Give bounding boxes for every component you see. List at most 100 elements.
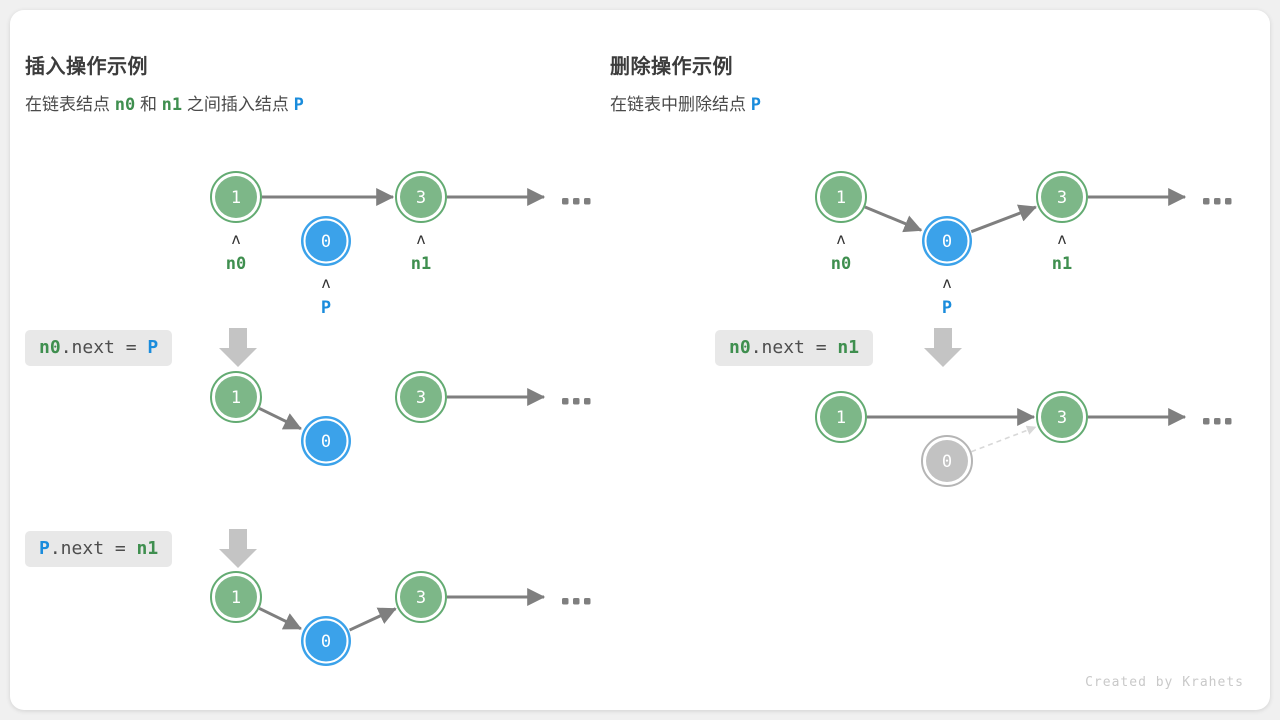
- node-inner-ring: [303, 218, 349, 264]
- ellipsis-dots: [1203, 418, 1232, 425]
- ellipsis-dot: [584, 398, 591, 405]
- pointer-caret: ʌ: [836, 230, 845, 248]
- node-disc: [301, 616, 351, 666]
- node-value: 0: [321, 632, 331, 652]
- node-disc: [400, 176, 442, 218]
- panel-remove-title: 删除操作示例: [610, 56, 733, 78]
- list-node-3: 3: [395, 371, 447, 423]
- subtitle-token: 在链表中删除结点: [610, 95, 751, 114]
- node-outer-ring: [395, 171, 447, 223]
- node-disc: [215, 576, 257, 618]
- code-token: .next =: [750, 337, 838, 358]
- ellipsis-dots: [1203, 198, 1232, 205]
- code-token: .next =: [60, 337, 148, 358]
- ellipsis-dot: [573, 398, 580, 405]
- node-value: 1: [231, 588, 241, 608]
- node-outer-ring: [210, 571, 262, 623]
- link-arrow-dashed: [970, 425, 1037, 453]
- subtitle-token: n0: [114, 95, 136, 115]
- diagram-svg: 1 0 3: [210, 371, 591, 466]
- ellipsis-dots: [562, 598, 591, 605]
- ellipsis-dot: [584, 598, 591, 605]
- ellipsis-dot: [1203, 418, 1210, 425]
- list-node-1: 1: [815, 171, 867, 223]
- ellipsis-dot: [573, 598, 580, 605]
- node-disc: [301, 416, 351, 466]
- node-inner-ring: [303, 618, 349, 664]
- code-label-insert-step1: n0.next = P: [25, 330, 173, 366]
- ellipsis-dots: [562, 398, 591, 405]
- node-disc: [215, 176, 257, 218]
- ellipsis-dot: [584, 198, 591, 205]
- diagram-svg: 1 0 3: [815, 391, 1232, 487]
- pointer-caret: ʌ: [416, 230, 425, 248]
- ellipsis-dot: [1214, 418, 1221, 425]
- pointer-label-n0: n0: [226, 254, 246, 274]
- code-label-insert-step2: P.next = n1: [25, 531, 173, 567]
- node-disc: [301, 216, 351, 266]
- link-arrow: [970, 204, 1037, 234]
- subtitle-token: 在链表结点: [25, 95, 115, 114]
- pointer-caret: ʌ: [321, 274, 330, 292]
- node-value: 1: [836, 408, 846, 428]
- subtitle-token: n1: [161, 95, 183, 115]
- pointer-label-P: P: [321, 298, 331, 318]
- list-node-3: 3: [395, 171, 447, 223]
- list-node-0: 0: [922, 216, 972, 266]
- list-node-0: 0: [301, 416, 351, 466]
- code-token: n0: [39, 337, 61, 358]
- node-outer-ring: [1036, 171, 1088, 223]
- ellipsis-dot: [562, 598, 569, 605]
- node-value: 0: [942, 232, 952, 252]
- link-arrow: [864, 205, 923, 233]
- diagram-svg: 103: [210, 571, 591, 666]
- node-disc: [215, 376, 257, 418]
- node-disc: [820, 176, 862, 218]
- code-token: n1: [837, 337, 860, 358]
- pointer-caret: ʌ: [942, 274, 951, 292]
- list-node-0: 0: [921, 435, 973, 487]
- code-token: n1: [136, 538, 159, 559]
- pointer-caret: ʌ: [231, 230, 240, 248]
- pointer-label-n1: n1: [411, 254, 431, 274]
- node-value: 0: [321, 232, 331, 252]
- ellipsis-dot: [573, 198, 580, 205]
- node-value: 1: [231, 188, 241, 208]
- code-token: .next =: [49, 538, 137, 559]
- panel-insert-operation: 插入操作示例 在链表结点 n0 和 n1 之间插入结点 P n0.next = …: [10, 10, 640, 710]
- subtitle-token: 之间插入结点: [182, 95, 294, 114]
- list-node-3: 3: [1036, 391, 1088, 443]
- pointer-label-n1: n1: [1052, 254, 1072, 274]
- node-inner-ring: [924, 218, 970, 264]
- code-token: P: [39, 538, 50, 559]
- code-token: P: [147, 337, 159, 358]
- list-node-0: 0: [301, 616, 351, 666]
- node-outer-ring: [395, 571, 447, 623]
- subtitle-token: 和: [135, 95, 162, 114]
- code-token: n0: [729, 337, 751, 358]
- list-node-1: 1: [210, 171, 262, 223]
- node-outer-ring: [815, 391, 867, 443]
- list-node-0: 0: [301, 216, 351, 266]
- node-value: 1: [231, 388, 241, 408]
- subtitle-token: P: [750, 95, 761, 115]
- node-disc: [922, 216, 972, 266]
- node-disc: [820, 396, 862, 438]
- node-disc: [400, 376, 442, 418]
- subtitle-token: P: [293, 95, 304, 115]
- list-node-3: 3: [1036, 171, 1088, 223]
- ellipsis-dots: [562, 198, 591, 205]
- node-value: 0: [942, 452, 952, 472]
- node-value: 0: [321, 432, 331, 452]
- node-value: 1: [836, 188, 846, 208]
- ellipsis-dot: [1214, 198, 1221, 205]
- pointer-label-P: P: [942, 298, 952, 318]
- node-outer-ring: [921, 435, 973, 487]
- link-arrow: [348, 607, 397, 632]
- list-node-1: 1: [815, 391, 867, 443]
- credit-text: Created by Krahets: [1085, 675, 1244, 690]
- panel-remove-subtitle: 在链表中删除结点 P: [610, 90, 761, 115]
